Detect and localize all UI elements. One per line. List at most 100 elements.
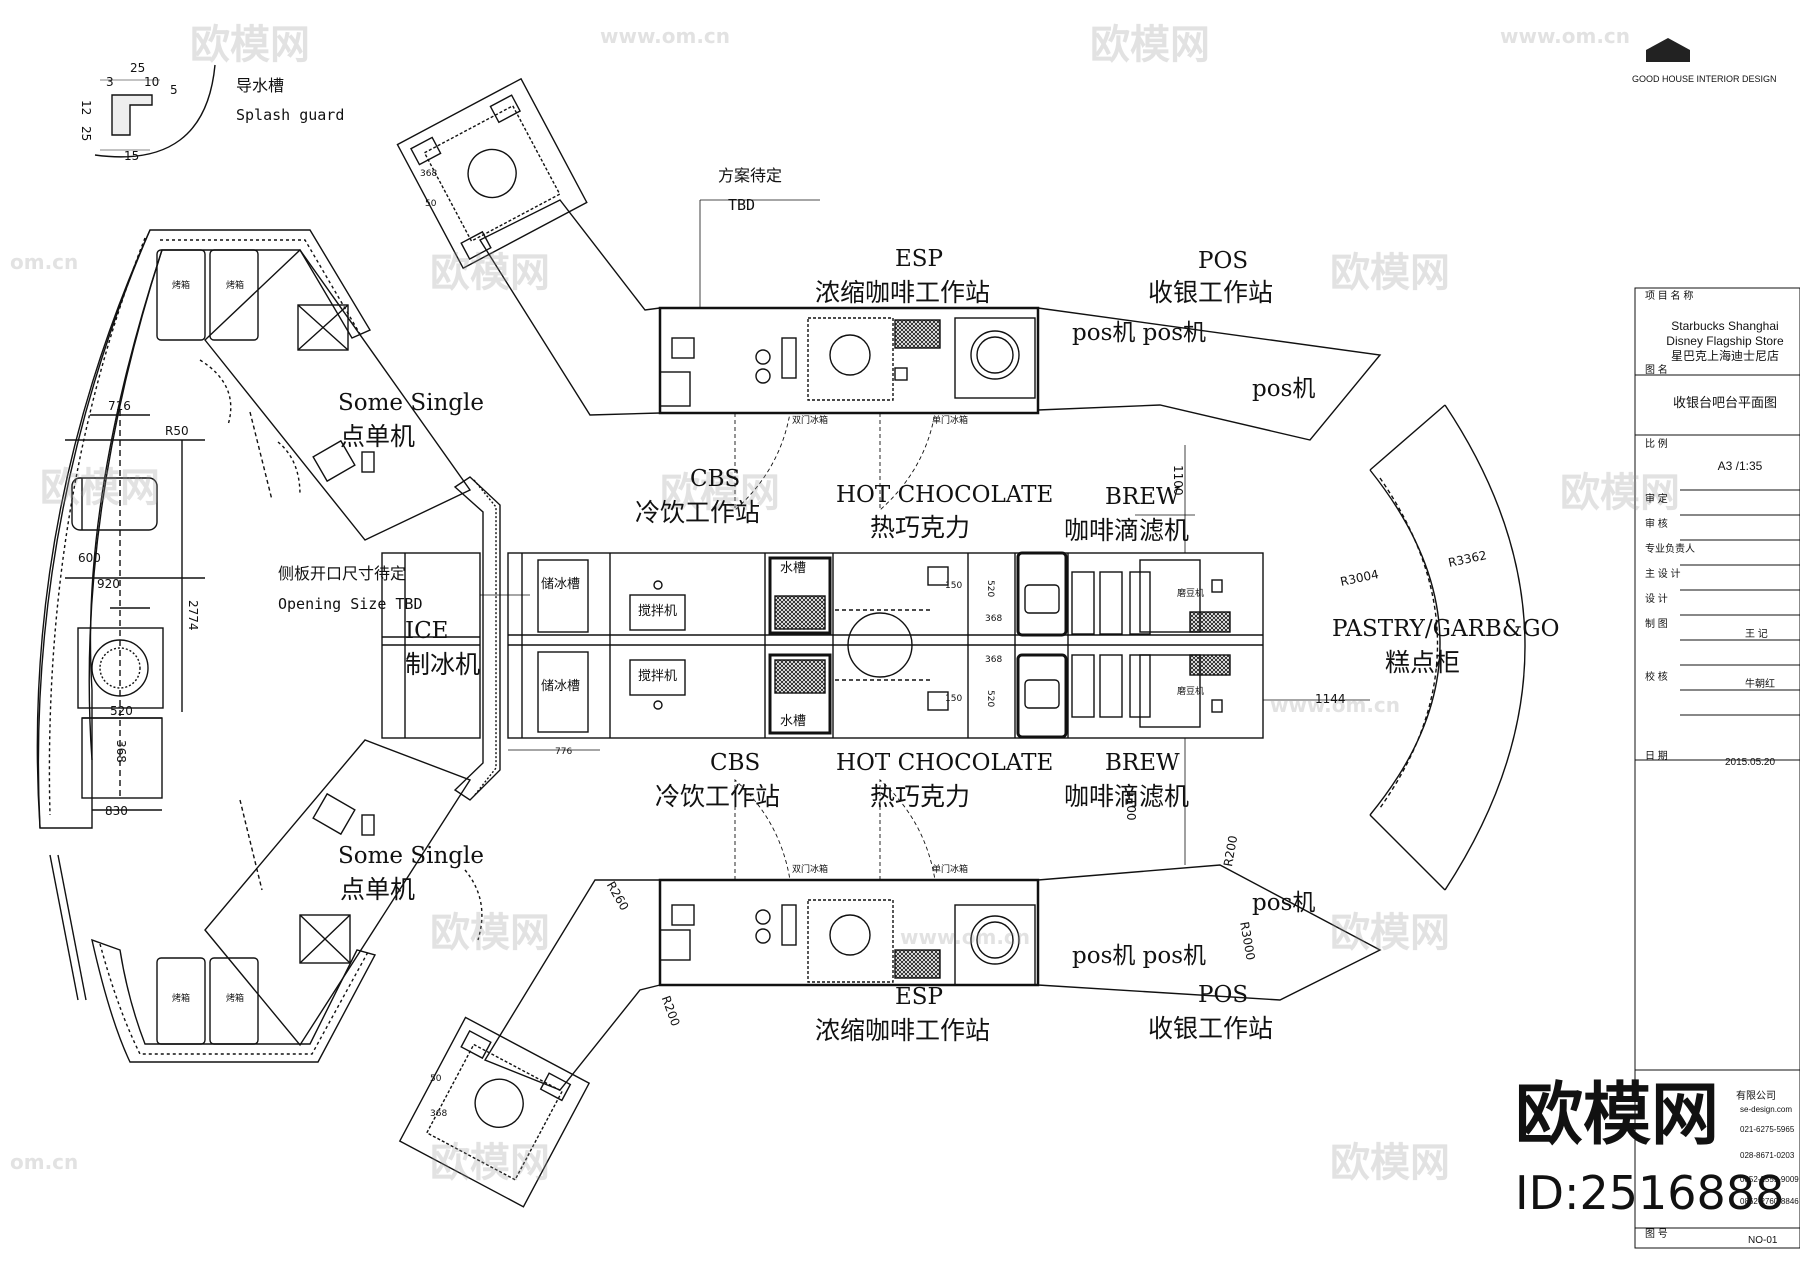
scale-value: A3 /1:35 <box>1717 459 1763 473</box>
pastry-cn: 糕点柜 <box>1385 648 1461 677</box>
central-bar <box>507 551 1264 739</box>
pos-top-en: POS <box>1198 248 1249 274</box>
esp-top-en: ESP <box>895 246 944 272</box>
watermark-brand: 欧模网 <box>1090 22 1210 68</box>
dim-520: 520 <box>110 704 133 718</box>
dim-368-bar-2: 368 <box>985 655 1003 665</box>
dim-150-2: 150 <box>945 694 963 704</box>
bottom-esp-pos-counter <box>483 864 1382 1091</box>
single-bot-cn: 点单机 <box>340 875 416 904</box>
dim-150: 150 <box>945 581 963 591</box>
watermark-id: ID:2516888 <box>1515 1166 1785 1220</box>
left-boxes <box>297 304 351 964</box>
logo-mark <box>1646 38 1690 62</box>
splash-guard-cn: 导水槽 <box>236 76 285 95</box>
dim-splash-f: 25 <box>79 126 93 142</box>
oven-label: 烤箱 <box>226 281 245 291</box>
date-value: 2015.05.20 <box>1725 757 1776 768</box>
watermark-url: www.om.cn <box>1500 24 1631 48</box>
splash-guard-detail <box>94 64 216 158</box>
brew-top-cn: 咖啡滴滤机 <box>1064 516 1190 545</box>
watermark-brand: 欧模网 <box>1330 250 1450 296</box>
blender-label: 搅拌机 <box>638 604 678 619</box>
dim-splash-e: 12 <box>79 100 93 116</box>
oven-label: 烤箱 <box>172 281 191 291</box>
dim-2774: 2774 <box>186 600 200 631</box>
logo-text: GOOD HOUSE INTERIOR DESIGN <box>1632 74 1777 84</box>
watermark-brand: 欧模网 <box>1560 470 1680 516</box>
ice-machine <box>381 552 481 739</box>
tbd-en: TBD <box>728 196 756 214</box>
watermark-url: www.om.cn <box>900 925 1031 949</box>
door-swings <box>734 412 936 881</box>
project-cn: 星巴克上海迪士尼店 <box>1670 349 1779 363</box>
pos-bot-cn: 收银工作站 <box>1148 1014 1274 1043</box>
oven-label: 烤箱 <box>172 994 191 1004</box>
date-label: 日 期 <box>1645 751 1668 762</box>
brew-top-en: BREW <box>1105 484 1180 510</box>
oven-label: 烤箱 <box>226 994 245 1004</box>
kiosk-bottom <box>398 1016 591 1208</box>
contact-0: se-design.com <box>1740 1105 1793 1114</box>
dim-splash-g: 15 <box>124 149 140 163</box>
drawing-name: 收银台吧台平面图 <box>1672 395 1777 410</box>
project-en-1: Starbucks Shanghai <box>1671 319 1779 333</box>
tb-row-0: 审 定 <box>1645 494 1668 505</box>
brew-bot-cn: 咖啡滴滤机 <box>1064 782 1190 811</box>
ice-cn: 制冰机 <box>405 650 481 679</box>
hot-top-cn: 热巧克力 <box>870 513 971 542</box>
project-en-2: Disney Flagship Store <box>1666 334 1784 348</box>
project-label: 项 目 名 称 <box>1645 291 1694 302</box>
checker: 牛朝红 <box>1745 679 1775 690</box>
cbs-top-en: CBS <box>690 466 741 492</box>
scale-label: 比 例 <box>1645 439 1668 450</box>
dim-splash-c: 10 <box>144 75 160 89</box>
watermark-brand: 欧模网 <box>190 22 310 68</box>
dim-600: 600 <box>78 551 101 565</box>
single-order-station-top <box>199 248 472 541</box>
ovens-top <box>156 249 259 1045</box>
single-top-cn: 点单机 <box>340 422 416 451</box>
grinder-label: 磨豆机 <box>1177 687 1205 697</box>
pos-top-cn: 收银工作站 <box>1148 278 1274 307</box>
dim-1100-top: 1100 <box>1171 465 1185 496</box>
tb-row-1: 审 核 <box>1645 519 1668 530</box>
left-back-counter <box>36 229 377 1063</box>
single-bot-en: Some Single <box>338 843 484 869</box>
grinder-label: 磨豆机 <box>1177 589 1205 599</box>
draftsman: 王 记 <box>1745 629 1768 640</box>
ice-bin-label: 储冰槽 <box>541 577 581 592</box>
dim-splash-d: 5 <box>170 83 178 97</box>
title-block-frame <box>1634 287 1800 1249</box>
posji-bot-1: pos机 <box>1252 890 1316 916</box>
single-fridge-label: 单门冰箱 <box>932 865 969 875</box>
tb-row-3: 主 设 计 <box>1645 569 1681 580</box>
ice-en: ICE <box>405 618 449 644</box>
contact-3: 0852-2559-9009 <box>1740 1175 1799 1184</box>
dim-50-kiosk: 50 <box>425 199 437 209</box>
splash-guard-en: Splash guard <box>236 106 345 124</box>
tb-row-5: 制 图 <box>1645 619 1668 630</box>
tb-row-2: 专业负责人 <box>1645 544 1695 555</box>
dim-368-kiosk: 368 <box>420 169 438 179</box>
single-order-station-bottom <box>204 739 483 1047</box>
esp-bot-cn: 浓缩咖啡工作站 <box>815 1016 991 1045</box>
dim-splash-b: 3 <box>106 75 114 89</box>
pastry-case <box>1369 404 1526 891</box>
left-bay <box>65 410 205 811</box>
sink-label: 水槽 <box>780 561 807 576</box>
posji-top-1: pos机 pos机 <box>1072 320 1207 346</box>
sink-label: 水槽 <box>780 714 807 729</box>
tb-row-4: 设 计 <box>1645 594 1668 605</box>
sheet-value: NO-01 <box>1748 1235 1778 1246</box>
cbs-bot-en: CBS <box>710 750 761 776</box>
dim-776: 776 <box>555 747 573 757</box>
contact-2: 028-8671-0203 <box>1740 1151 1795 1160</box>
watermark-brand-large: 欧模网 <box>1515 1076 1720 1155</box>
watermark-brand: 欧模网 <box>1330 910 1450 956</box>
watermark-brand: 欧模网 <box>430 910 550 956</box>
dim-368-bar: 368 <box>985 614 1003 624</box>
watermark-url: www.om.cn <box>1270 693 1401 717</box>
